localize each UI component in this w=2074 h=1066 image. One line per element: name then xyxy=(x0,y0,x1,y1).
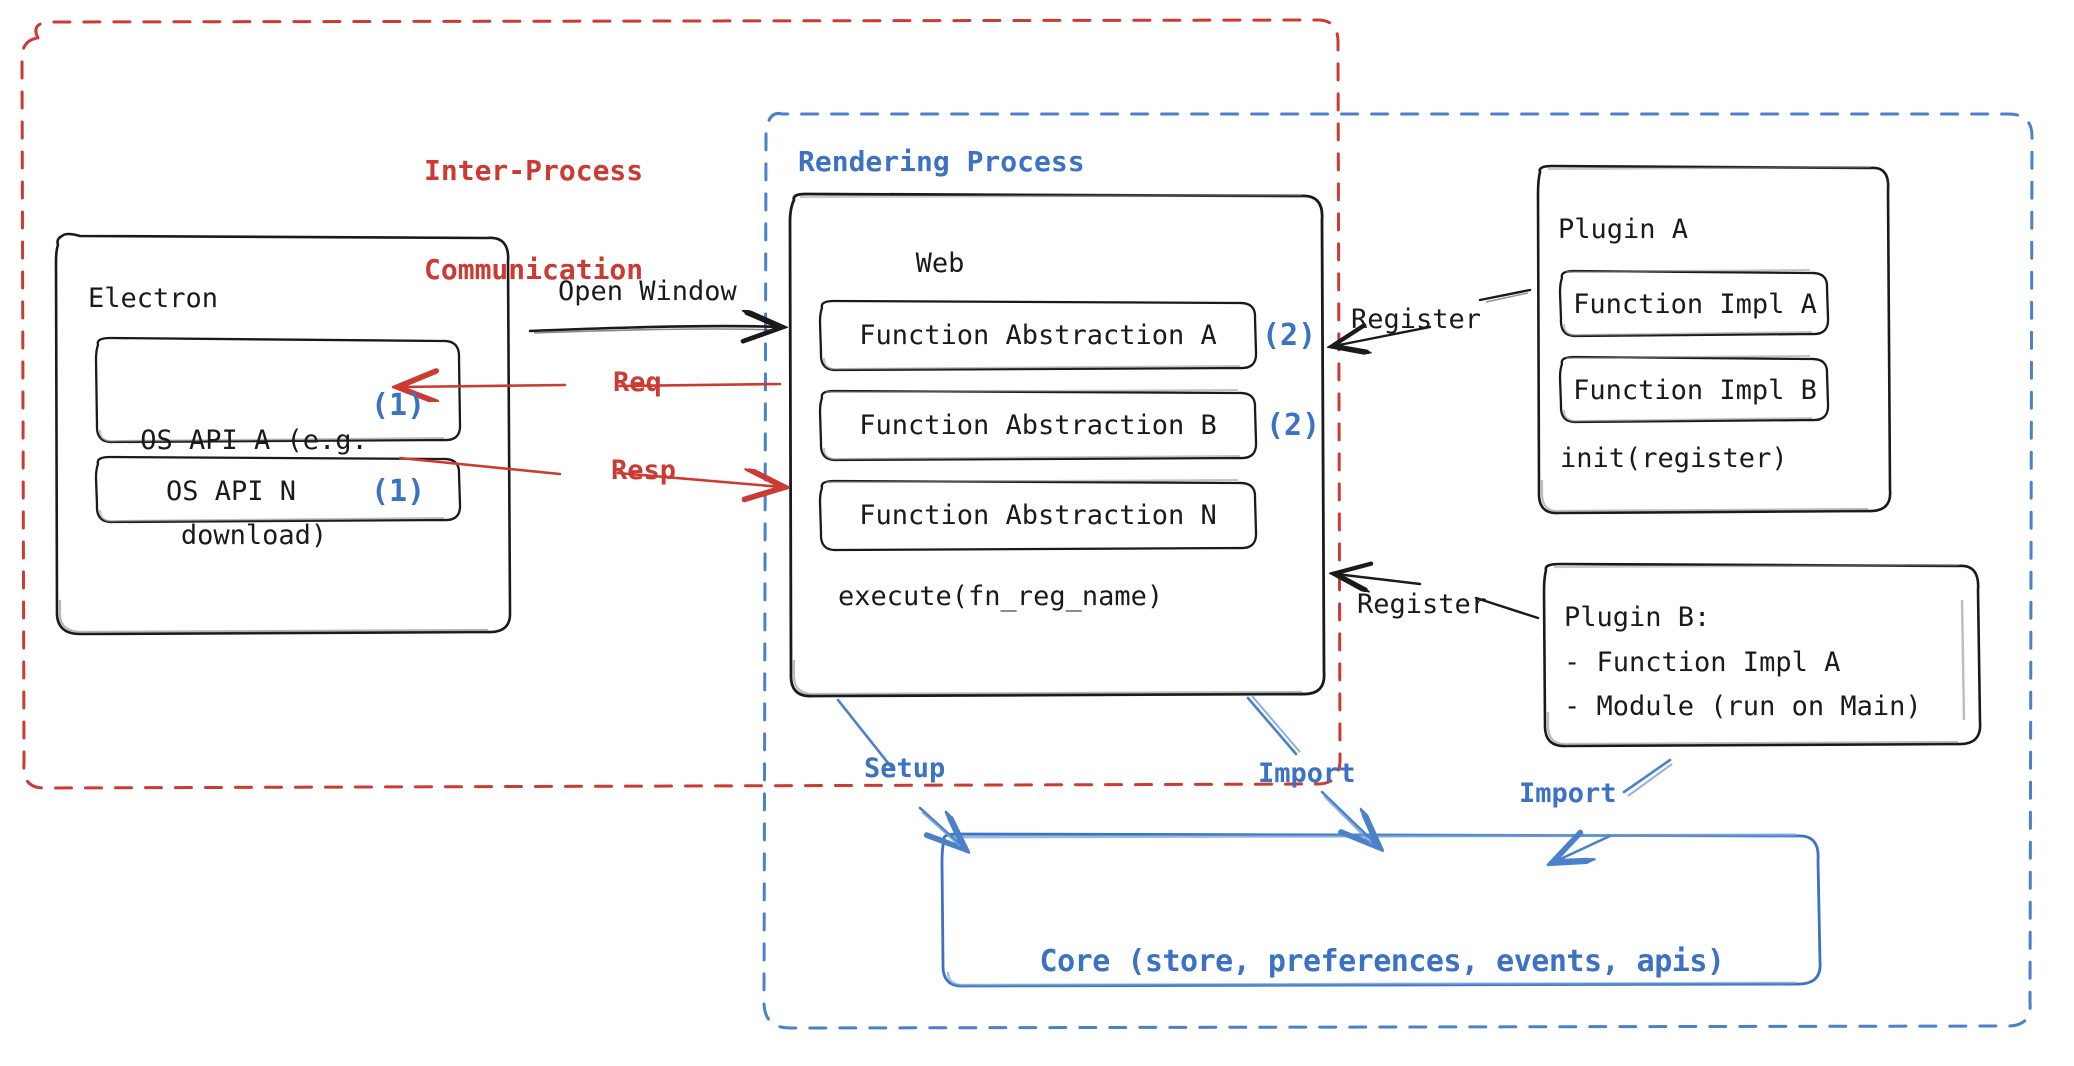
node-title-web: Web xyxy=(915,248,965,279)
badge-fn-abstraction-a: (2) xyxy=(1262,318,1317,353)
edge-req xyxy=(400,384,782,387)
node-label-os-api-a-line1: OS API A (e.g. xyxy=(140,424,368,456)
node-label-plugin-b-line2: - Module (run on Main) xyxy=(1564,691,1922,722)
edge-register-plugin-b xyxy=(1336,574,1540,620)
edge-label-open-window: Open Window xyxy=(558,276,737,307)
edge-label-register-plugin-b: Register xyxy=(1357,589,1488,620)
group-label-ipc-line2: Communication xyxy=(424,253,644,287)
edge-label-import-plugin-b: Import xyxy=(1519,778,1617,809)
node-title-plugin-a: Plugin A xyxy=(1558,214,1689,245)
badge-os-api-a: (1) xyxy=(371,388,426,423)
edge-label-resp: Resp xyxy=(611,455,677,486)
node-label-plugin-b-line1: - Function Impl A xyxy=(1564,647,1841,678)
node-footer-plugin-a-init: init(register) xyxy=(1560,443,1788,474)
node-label-fn-abstraction-n: Function Abstraction N xyxy=(859,500,1217,531)
edge-setup xyxy=(836,698,964,848)
group-label-ipc: Inter-Process Communication xyxy=(424,88,724,352)
node-label-fn-impl-b: Function Impl B xyxy=(1573,375,1817,406)
group-label-rendering: Rendering Process xyxy=(798,145,1085,178)
node-label-os-api-n: OS API N xyxy=(165,476,297,507)
node-label-os-api-a: OS API A (e.g. download) xyxy=(104,361,404,616)
edge-import-web xyxy=(1246,695,1378,846)
node-label-os-api-a-line2: download) xyxy=(180,520,328,552)
node-fn-impl-b-box xyxy=(1558,355,1830,424)
edge-open-window xyxy=(528,326,780,333)
node-plugin-a-box xyxy=(1536,164,1892,515)
group-rendering-boundary xyxy=(762,111,2034,1030)
group-label-ipc-line1: Inter-Process xyxy=(424,154,644,188)
edge-label-register-plugin-a: Register xyxy=(1351,304,1482,335)
node-footer-web-execute: execute(fn_reg_name) xyxy=(838,581,1164,612)
node-os-api-a-box xyxy=(94,336,462,444)
node-fn-impl-a-box xyxy=(1558,269,1830,338)
node-title-plugin-b: Plugin B: xyxy=(1564,602,1711,633)
node-label-fn-impl-a: Function Impl A xyxy=(1573,289,1817,320)
edge-label-setup: Setup xyxy=(864,753,946,784)
edge-label-req: Req xyxy=(613,367,662,398)
edge-resp xyxy=(398,456,782,487)
node-label-core-line1: Core (store, preferences, events, apis) xyxy=(1039,943,1725,979)
node-label-core: Core (store, preferences, events, apis) … xyxy=(944,862,1820,1066)
node-fn-abstraction-a-box xyxy=(818,299,1258,372)
edge-label-import-web: Import xyxy=(1258,758,1356,789)
node-os-api-n-box xyxy=(94,455,462,524)
node-fn-abstraction-n-box xyxy=(818,479,1258,552)
node-title-electron: Electron xyxy=(88,283,219,314)
badge-os-api-n: (1) xyxy=(371,474,426,509)
node-fn-abstraction-b-box xyxy=(818,389,1258,462)
edge-register-plugin-a xyxy=(1334,288,1532,346)
node-label-core-line2: - OS APIs (1) xyxy=(944,1061,1820,1066)
node-label-fn-abstraction-a: Function Abstraction A xyxy=(859,320,1217,351)
node-label-fn-abstraction-b: Function Abstraction B xyxy=(859,410,1217,441)
edge-import-plugin-b xyxy=(1554,758,1673,862)
badge-fn-abstraction-b: (2) xyxy=(1266,408,1321,443)
node-plugin-b-box xyxy=(1542,562,1982,748)
